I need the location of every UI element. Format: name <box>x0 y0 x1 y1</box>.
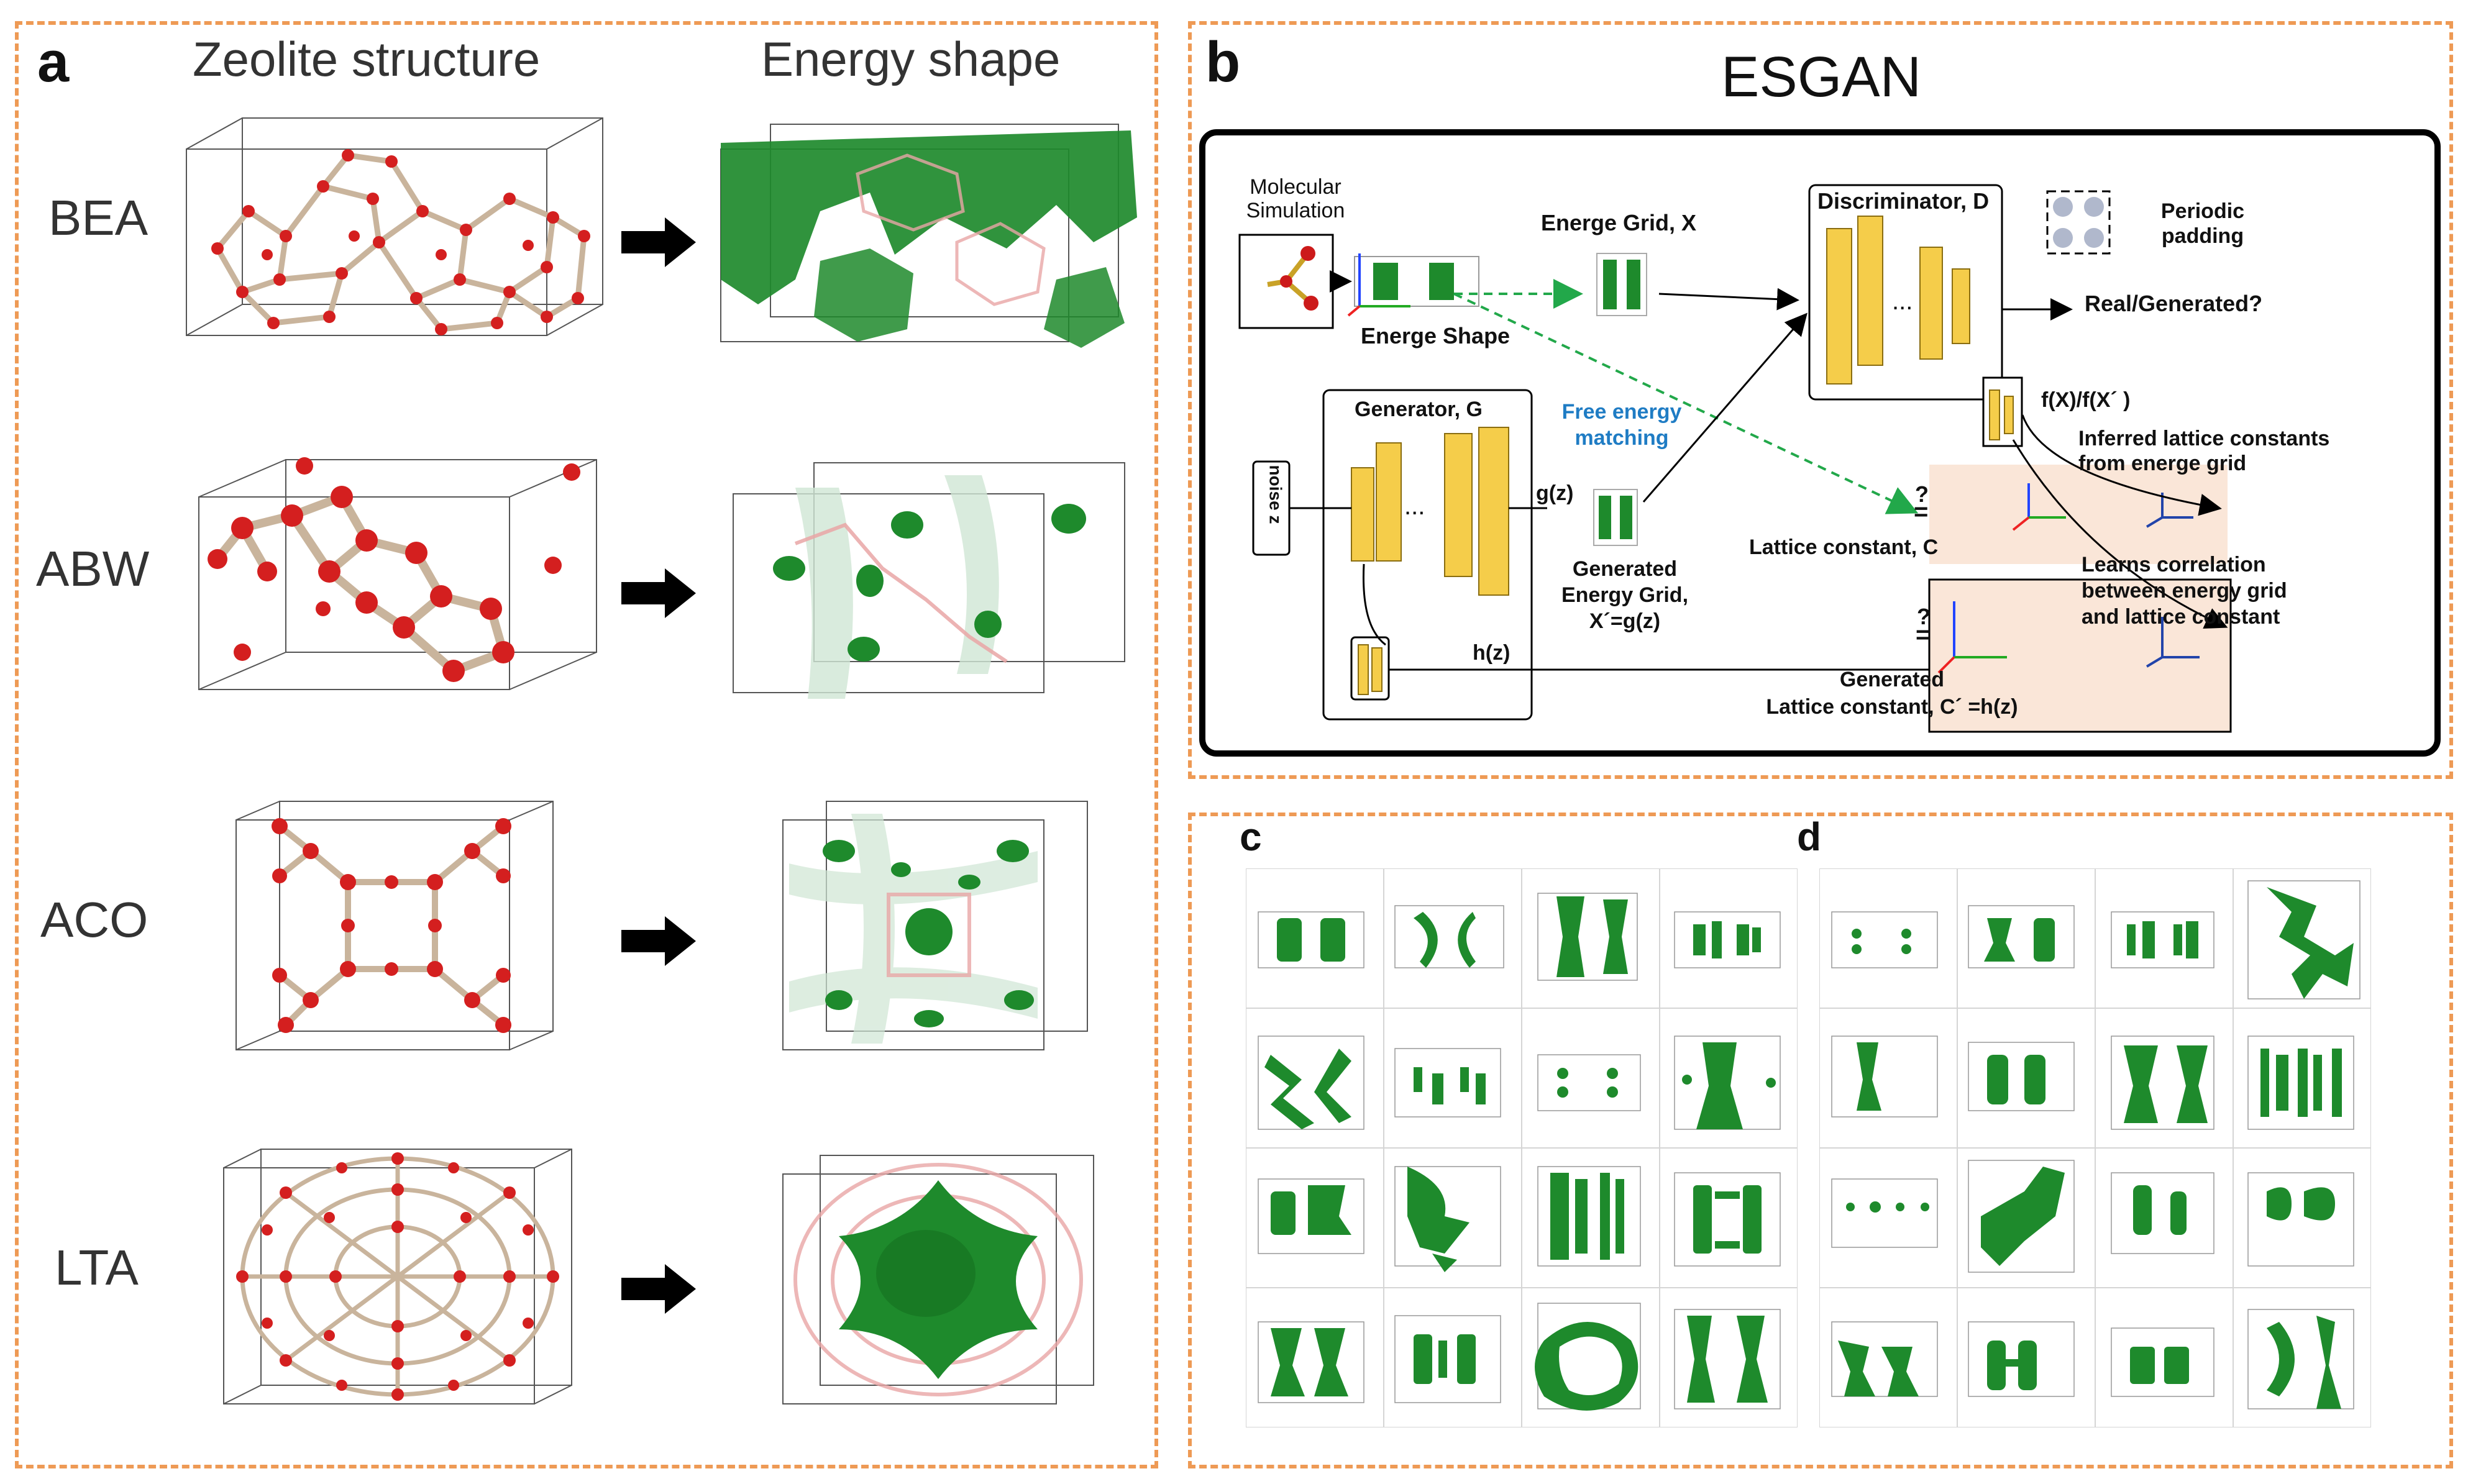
right-arrow-icon <box>621 916 696 966</box>
energy-shape-abw <box>733 462 1125 699</box>
hz-label: h(z) <box>1473 641 1511 665</box>
generated-shapes-c <box>1246 868 1798 1427</box>
inferred-lattice-label: Inferred lattice constants from energe g… <box>2078 427 2330 475</box>
zeolite-structure-lta <box>223 1149 572 1404</box>
discriminator-label: Discriminator, D <box>1817 188 1990 214</box>
energe-grid-label: Energe Grid, X <box>1541 210 1697 235</box>
panel-b <box>1188 21 2453 779</box>
right-arrow-icon <box>621 1264 696 1314</box>
svg-text:...: ... <box>1892 288 1913 315</box>
row-label-lta: LTA <box>55 1240 139 1295</box>
equals-1: = <box>1914 498 1929 526</box>
generator-label: Generator, G <box>1355 398 1483 421</box>
zeolite-structure-aco <box>235 801 554 1050</box>
free-energy-matching-label: Free energy matching <box>1561 400 1682 450</box>
right-arrow-icon <box>621 568 696 618</box>
energe-shape-label: Energe Shape <box>1361 323 1511 348</box>
row-label-aco: ACO <box>40 892 149 947</box>
panel-c-label: c <box>1240 814 1262 859</box>
panel-d-label: d <box>1797 814 1822 859</box>
question-mark-1: ? <box>1915 481 1929 507</box>
learns-correlation-label: Learns correlation between energy grid a… <box>2082 553 2287 629</box>
energy-shape-lta <box>782 1155 1094 1404</box>
col-title-zeolite: Zeolite structure <box>193 32 541 86</box>
right-arrow-icon <box>621 217 696 267</box>
zeolite-structure-abw <box>198 457 597 690</box>
col-title-energy: Energy shape <box>761 32 1061 86</box>
real-generated-label: Real/Generated? <box>2085 291 2263 316</box>
zeolite-structure-bea <box>186 117 603 336</box>
panel-b-label: b <box>1205 30 1241 94</box>
equals-2: = <box>1916 621 1931 649</box>
esgan-connections: ... ... <box>1238 184 2232 733</box>
generated-energy-grid-label: Generated Energy Grid, X´=g(z) <box>1561 557 1689 633</box>
lattice-constant-c-label: Lattice constant, C <box>1749 535 1939 559</box>
generated-shapes-d <box>1819 868 2371 1427</box>
panel-a <box>15 21 1158 1468</box>
generated-lattice-label: Generated Lattice constant, C´ =h(z) <box>1766 668 2018 719</box>
svg-text:...: ... <box>1404 493 1425 520</box>
question-mark-2: ? <box>1917 604 1931 629</box>
molecular-simulation-label: Molecular Simulation <box>1246 175 1345 222</box>
row-label-bea: BEA <box>48 190 149 245</box>
gz-label: g(z) <box>1536 481 1574 505</box>
periodic-padding-label: Periodic padding <box>2160 199 2245 248</box>
energy-shape-bea <box>720 124 1137 348</box>
diagram-title: ESGAN <box>1721 45 1922 109</box>
panel-cd <box>1188 813 2453 1468</box>
fx-label: f(X)/f(X´ ) <box>2041 388 2131 412</box>
row-label-abw: ABW <box>36 541 150 596</box>
noise-z-label: noise z <box>1266 465 1286 524</box>
energy-shape-aco <box>782 801 1088 1050</box>
panel-a-label: a <box>37 30 70 94</box>
